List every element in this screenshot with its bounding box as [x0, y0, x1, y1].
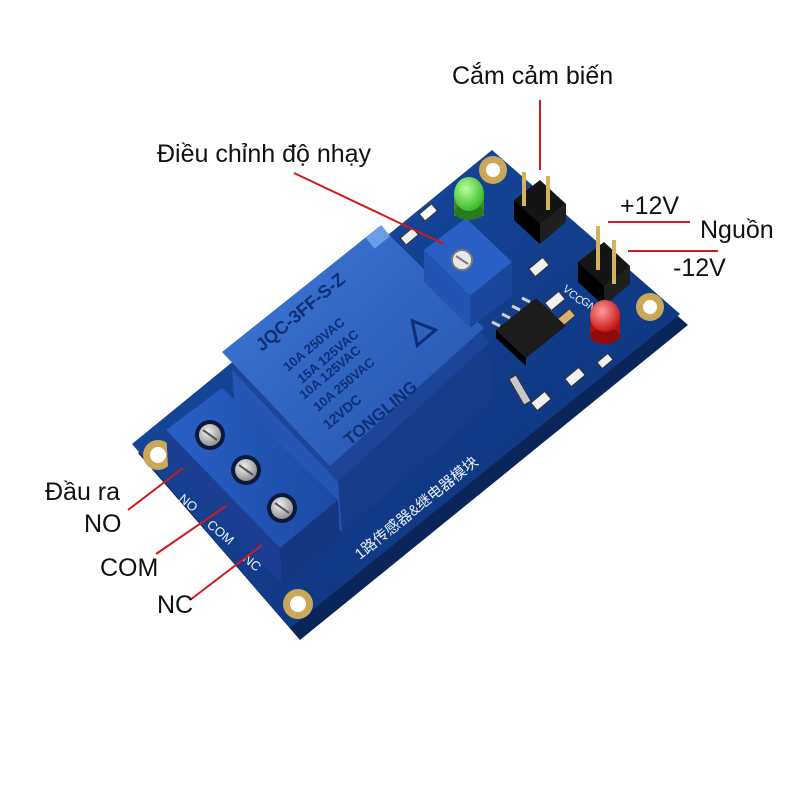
label-sensitivity: Điều chỉnh độ nhạy	[157, 140, 372, 168]
label-minus12: -12V	[673, 254, 726, 282]
leader-nc	[189, 544, 263, 601]
smd-components	[399, 203, 614, 412]
label-nc: NC	[157, 591, 193, 619]
power-pin-vcc	[596, 226, 600, 270]
leader-no	[127, 467, 184, 511]
sensor-pin-2	[546, 176, 550, 210]
label-power: Nguồn	[700, 216, 774, 244]
label-no: NO	[84, 510, 122, 538]
sensor-pin-1	[522, 172, 526, 206]
leader-sensitivity	[293, 172, 445, 245]
diode	[508, 374, 532, 406]
ic-chip	[491, 296, 566, 366]
label-output: Đầu ra	[45, 478, 120, 506]
sensor-header	[514, 172, 566, 244]
leader-lines	[127, 100, 718, 601]
label-plus12: +12V	[620, 192, 679, 220]
label-com: COM	[100, 554, 158, 582]
power-header	[578, 226, 630, 306]
leader-com	[155, 505, 227, 555]
led-green	[454, 177, 484, 220]
potentiometer	[424, 218, 512, 328]
led-red	[590, 300, 620, 344]
label-sensor: Cắm cảm biến	[452, 61, 613, 90]
brand-logo-icon	[410, 318, 439, 349]
power-pin-gnd	[612, 240, 616, 284]
